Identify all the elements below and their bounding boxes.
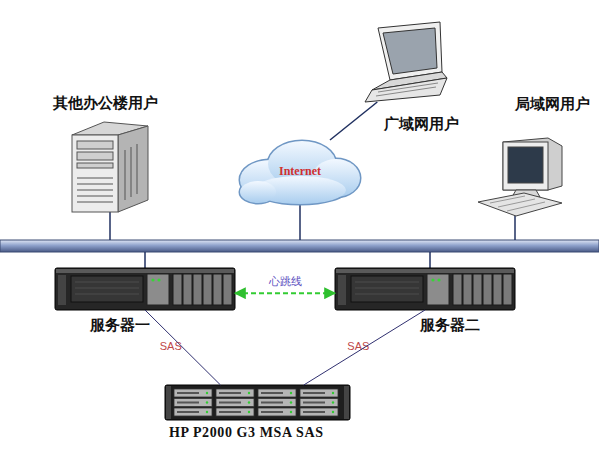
connector-line	[235, 292, 335, 294]
storage-node: HP P2000 G3 MSA SAS	[165, 385, 350, 420]
lan-user: 局域网用户	[478, 135, 568, 217]
node-label: 局域网用户	[515, 95, 590, 114]
node-label: Internet	[279, 164, 321, 179]
node-label: 服务器一	[90, 316, 150, 335]
wan-user: 广域网用户	[362, 25, 447, 102]
connector-line	[330, 102, 377, 140]
connector-label: 心跳线	[269, 274, 302, 289]
internet-cloud	[240, 141, 360, 204]
laptop-icon	[365, 22, 447, 102]
desktop-icon	[478, 138, 562, 216]
node-label: HP P2000 G3 MSA SAS	[169, 425, 324, 441]
node-label: 广域网用户	[384, 115, 459, 134]
server-node: 服务器二	[335, 268, 515, 310]
internet-cloud-node: Internet	[240, 140, 360, 205]
office-computer-icon	[72, 122, 148, 212]
node-label: 服务器二	[420, 316, 480, 335]
connector-line	[304, 310, 425, 385]
bus-drops	[110, 204, 515, 268]
connector-label: SAS	[347, 340, 369, 352]
server-node: 服务器一	[55, 268, 235, 310]
storage-array-icon	[165, 385, 350, 420]
node-label: 其他办公楼用户	[53, 94, 158, 113]
network-bus	[0, 240, 599, 252]
server-icon	[335, 268, 515, 310]
connector-line	[145, 310, 221, 385]
server-icon	[55, 268, 235, 310]
office-building-user: 其他办公楼用户	[65, 118, 150, 215]
connector-label: SAS	[160, 340, 182, 352]
